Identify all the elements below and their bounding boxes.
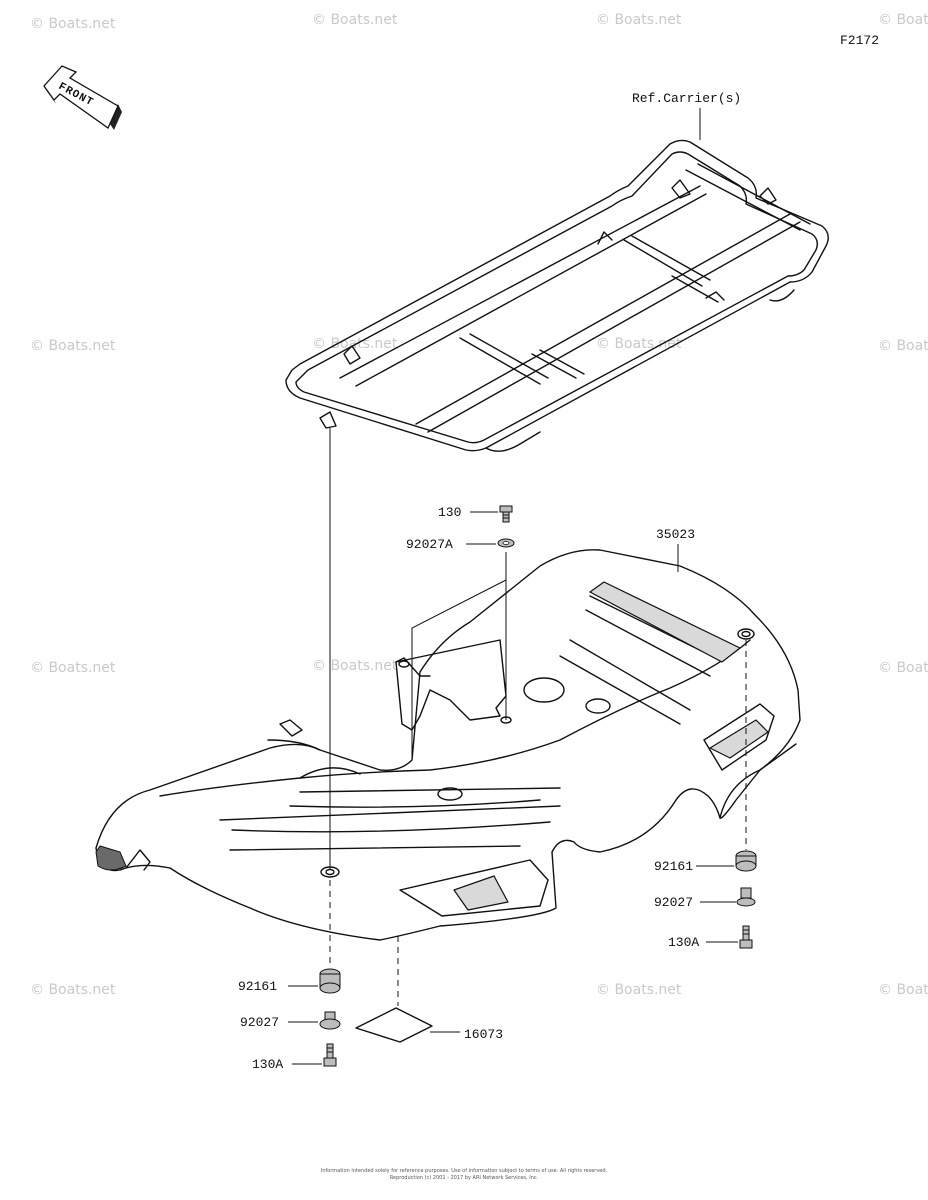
watermark: © Boats.net	[30, 982, 116, 998]
callout-130A-left: 130A	[252, 1057, 283, 1072]
callout-130: 130	[438, 505, 461, 520]
callout-130A-right: 130A	[668, 935, 699, 950]
watermark: © Boats.net	[878, 660, 928, 676]
callout-ref-carrier: Ref.Carrier(s)	[632, 91, 741, 106]
callout-35023: 35023	[656, 527, 695, 542]
watermark: © Boats.net	[30, 16, 116, 32]
callout-92027-right: 92027	[654, 895, 693, 910]
label-16073	[355, 1007, 433, 1043]
watermark: © Boats.net	[312, 12, 398, 28]
footer-line-1: Information intended solely for referenc…	[321, 1168, 608, 1174]
watermark: © Boats.net	[878, 338, 928, 354]
watermark: © Boats.net	[878, 12, 928, 28]
watermark: © Boats.net	[596, 336, 682, 352]
watermark: © Boats.net	[596, 12, 682, 28]
carrier-rack	[285, 139, 829, 452]
grommet-92161-right	[735, 850, 757, 872]
callout-92027A: 92027A	[406, 537, 453, 552]
front-arrow-icon: FRONT	[43, 65, 122, 130]
footer-line-2: Reproduction (c) 2001 - 2017 by ARI Netw…	[390, 1175, 539, 1181]
callout-92027-left: 92027	[240, 1015, 279, 1030]
watermarks: © Boats.net © Boats.net © Boats.net © Bo…	[30, 12, 928, 998]
collar-92027-right	[736, 887, 756, 907]
bolt-130A-left	[323, 1043, 337, 1067]
callout-92161-right: 92161	[654, 859, 693, 874]
bolt-130A-right	[739, 925, 753, 949]
watermark: © Boats.net	[878, 982, 928, 998]
watermark: © Boats.net	[312, 658, 398, 674]
callout-16073: 16073	[464, 1027, 503, 1042]
bolt-130	[499, 505, 513, 523]
washer-92027A	[497, 538, 515, 548]
watermark: © Boats.net	[30, 660, 116, 676]
collar-92027-left	[319, 1011, 341, 1030]
grommet-92161-left	[319, 968, 341, 994]
callout-92161-left: 92161	[238, 979, 277, 994]
watermark: © Boats.net	[596, 982, 682, 998]
figure-code: F2172	[840, 33, 879, 48]
watermark: © Boats.net	[30, 338, 116, 354]
rear-fender	[95, 549, 801, 941]
